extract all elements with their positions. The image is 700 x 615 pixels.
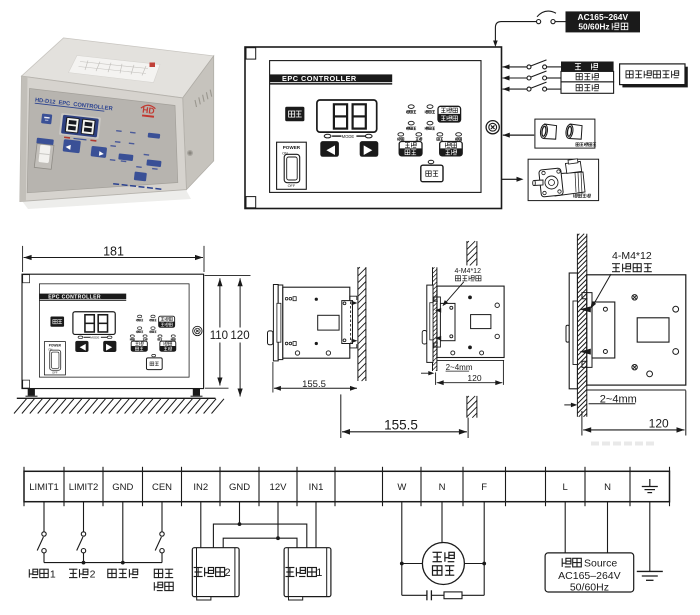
svg-text:F: F: [481, 482, 487, 493]
svg-text:110: 110: [210, 330, 228, 342]
svg-text:50/60Hz: 50/60Hz: [578, 22, 609, 32]
svg-text:4-M4*12: 4-M4*12: [612, 250, 652, 262]
svg-text:2: 2: [224, 567, 230, 579]
svg-text:LIMIT2: LIMIT2: [69, 482, 99, 493]
svg-text:GND: GND: [229, 482, 250, 493]
svg-text:120: 120: [230, 330, 249, 342]
svg-text:W: W: [397, 482, 406, 493]
svg-text:4-M4*12: 4-M4*12: [455, 268, 482, 275]
svg-text:CEN: CEN: [152, 482, 172, 493]
svg-text:155.5: 155.5: [384, 417, 418, 432]
svg-text:GND: GND: [112, 482, 133, 493]
svg-text:1: 1: [50, 568, 56, 580]
svg-text:N: N: [604, 482, 611, 493]
svg-text:LIMIT1: LIMIT1: [29, 482, 59, 493]
svg-text:▶: ▶: [99, 151, 105, 158]
svg-text:HD: HD: [142, 105, 155, 116]
svg-text:2~4mm: 2~4mm: [600, 393, 637, 405]
svg-text:120: 120: [467, 373, 481, 383]
svg-text:1: 1: [316, 567, 322, 579]
svg-text:Source: Source: [584, 557, 617, 569]
svg-text:IN2: IN2: [193, 482, 208, 493]
svg-text:181: 181: [103, 244, 124, 258]
svg-text:IN1: IN1: [309, 482, 324, 493]
svg-text:2: 2: [90, 568, 96, 580]
svg-text:12V: 12V: [270, 482, 288, 493]
svg-text:◀: ◀: [65, 144, 72, 152]
svg-text:155.5: 155.5: [302, 379, 326, 390]
svg-text:L: L: [563, 482, 568, 493]
svg-text:2~4mm: 2~4mm: [446, 363, 473, 372]
svg-text:AC165~264V: AC165~264V: [578, 12, 629, 22]
svg-text:N: N: [439, 482, 446, 493]
svg-text:AC165–264V: AC165–264V: [558, 570, 620, 582]
svg-text:120: 120: [649, 416, 669, 430]
svg-text:50/60Hz: 50/60Hz: [570, 582, 609, 594]
